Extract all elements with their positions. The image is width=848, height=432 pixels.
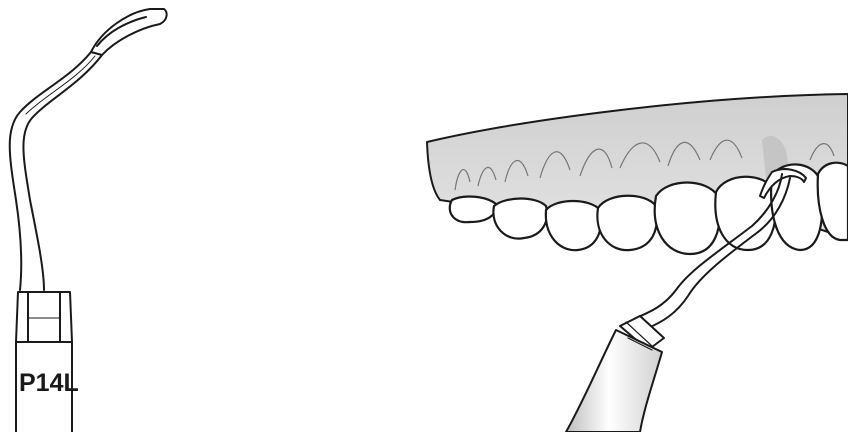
- tip-collar: [16, 292, 72, 342]
- tooth: [493, 199, 547, 239]
- tooth: [655, 183, 720, 255]
- tooth: [597, 196, 657, 250]
- tip-model-label: P14L: [19, 369, 79, 397]
- tip-hook: [91, 9, 167, 55]
- tooth: [450, 197, 497, 223]
- tip-shank-outer: [10, 52, 91, 290]
- tooth: [546, 201, 601, 250]
- handpiece-body: [566, 330, 662, 432]
- tip-shank-inner: [23, 55, 102, 290]
